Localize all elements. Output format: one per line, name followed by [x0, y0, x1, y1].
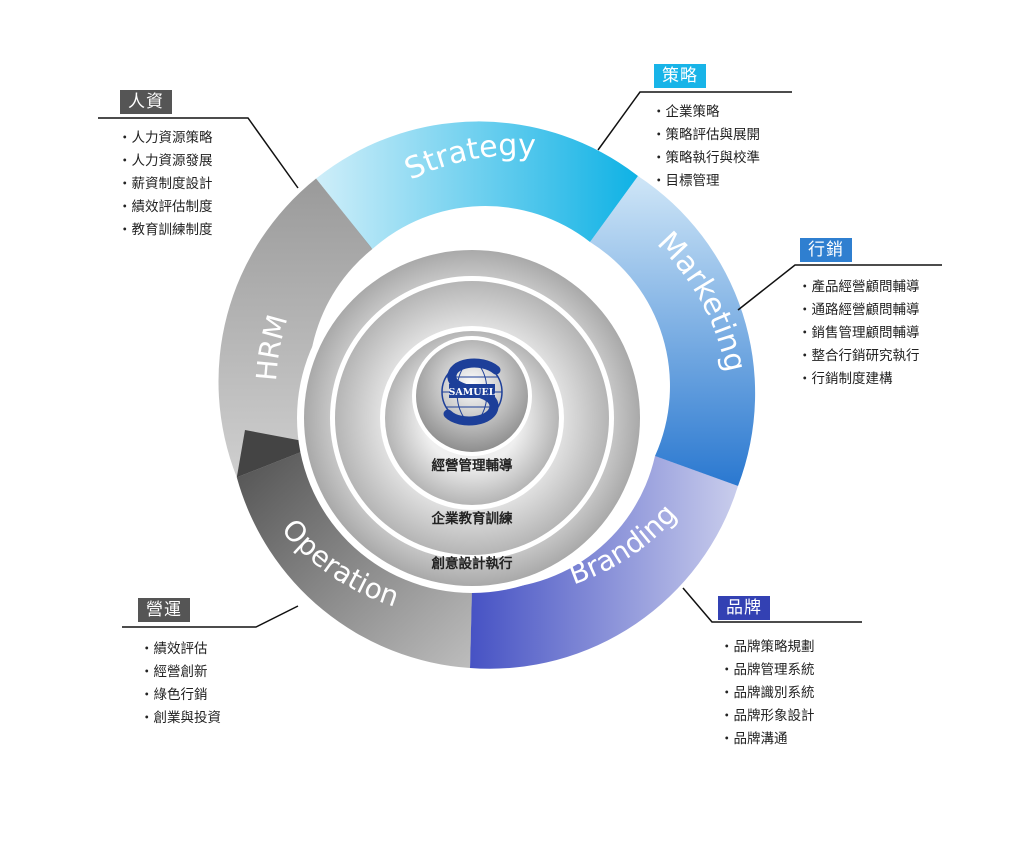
- samuel-logo: SAMUEL: [441, 358, 503, 426]
- logo-text: SAMUEL: [449, 387, 496, 398]
- list-item: 創業與投資: [140, 707, 222, 730]
- list-item: 行銷制度建構: [798, 368, 920, 391]
- list-item: 綠色行銷: [140, 684, 221, 707]
- ring-label-outer: 創意設計執行: [431, 555, 513, 572]
- list-item: 品牌策略規劃: [720, 636, 815, 659]
- branding-tag: 品牌: [718, 596, 770, 620]
- operation-leader-line: [122, 605, 299, 628]
- branding-leader-line: [682, 587, 862, 623]
- list-item: 產品經營顧問輔導: [798, 276, 920, 299]
- marketing-tag: 行銷: [800, 238, 852, 262]
- list-item: 品牌溝通: [720, 728, 815, 751]
- list-item: 人力資源發展: [118, 150, 213, 173]
- branding-segment: [470, 456, 738, 669]
- strategy-list: 企業策略 策略評估與展開 策略執行與校準 目標管理: [652, 101, 761, 193]
- list-item: 教育訓練制度: [118, 219, 213, 242]
- list-item: 人力資源策略: [118, 127, 213, 150]
- list-item: 薪資制度設計: [118, 173, 213, 196]
- operation-tag: 營運: [138, 598, 190, 622]
- list-item: 策略執行與校準: [652, 147, 761, 170]
- list-item: 經營創新: [140, 661, 221, 684]
- marketing-leader-line: [737, 264, 942, 311]
- list-item: 銷售管理顧問輔導: [798, 322, 920, 345]
- list-item: 整合行銷研究執行: [798, 345, 920, 368]
- hrm-tag: 人資: [120, 90, 172, 114]
- list-item: 績效評估: [140, 638, 221, 661]
- hrm-leader-line: [98, 117, 299, 189]
- operation-segment: [236, 444, 472, 668]
- list-item: 品牌管理系統: [720, 659, 815, 682]
- marketing-segment: [590, 176, 756, 486]
- hrm-segment: [218, 178, 373, 478]
- strategy-segment: [316, 121, 638, 249]
- list-item: 品牌形象設計: [720, 705, 815, 728]
- branding-list: 品牌策略規劃 品牌管理系統 品牌識別系統 品牌形象設計 品牌溝通: [720, 636, 815, 751]
- list-item: 績效評估制度: [118, 196, 213, 219]
- ring-label-inner: 經營管理輔導: [432, 457, 513, 474]
- marketing-list: 產品經營顧問輔導 通路經營顧問輔導 銷售管理顧問輔導 整合行銷研究執行 行銷制度…: [798, 276, 920, 391]
- list-item: 策略評估與展開: [652, 124, 761, 147]
- ring-label-middle: 企業教育訓練: [431, 510, 513, 527]
- list-item: 企業策略: [652, 101, 760, 124]
- hrm-list: 人力資源策略 人力資源發展 薪資制度設計 績效評估制度 教育訓練制度: [118, 127, 213, 242]
- list-item: 品牌識別系統: [720, 682, 815, 705]
- list-item: 通路經營顧問輔導: [798, 299, 920, 322]
- strategy-leader-line: [597, 91, 792, 151]
- strategy-tag: 策略: [654, 64, 706, 88]
- operation-list: 績效評估 經營創新 綠色行銷 創業與投資: [140, 638, 222, 730]
- list-item: 目標管理: [652, 170, 760, 193]
